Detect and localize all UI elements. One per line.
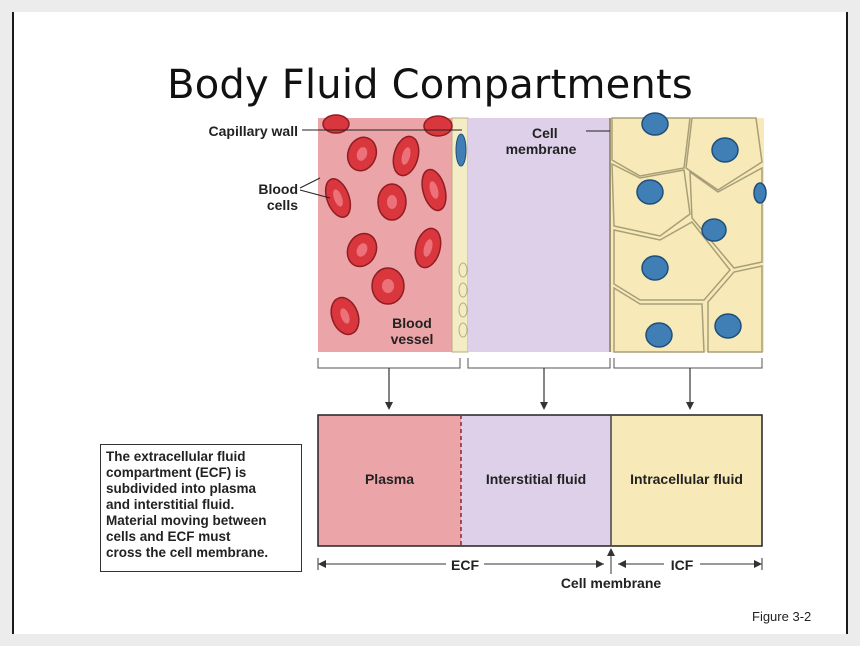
note-ecf-emphasis: ECF	[199, 465, 227, 480]
red-blood-cell	[322, 114, 350, 134]
cell-membrane-top-label-line: Cell	[532, 125, 558, 141]
note-line: The extracellular fluid	[106, 449, 246, 464]
ecf-icf-bracket	[317, 556, 763, 574]
blood-cells-label-line: cells	[266, 197, 298, 213]
intracellular-fluid-label: Intracellular fluid	[630, 471, 743, 487]
capillary-wall-label: Capillary wall	[208, 123, 298, 139]
figure-number: Figure 3-2	[752, 609, 812, 624]
slide-title: Body Fluid Compartments	[167, 62, 693, 108]
blood-vessel-label-line: Blood	[392, 315, 432, 331]
note-line: compartment (ECF) is	[106, 465, 296, 481]
cell-nucleus	[645, 322, 673, 348]
plasma-label: Plasma	[364, 471, 415, 487]
icf-label: ICF	[670, 557, 694, 573]
blood-cells-label: Blood cells	[230, 181, 298, 213]
note-line: and interstitial fluid.	[106, 497, 235, 512]
arrow-right-icon	[596, 560, 604, 568]
cell-nucleus	[636, 179, 664, 205]
intracellular-box	[611, 415, 762, 546]
note-line: cross the cell membrane.	[106, 545, 269, 560]
blood-cells-label-line: Blood	[258, 181, 298, 197]
cell-nucleus	[714, 313, 742, 339]
cell-nucleus	[701, 218, 727, 242]
ecf-label: ECF	[451, 557, 479, 573]
plasma-box	[318, 415, 461, 546]
blood-vessel-label-line: vessel	[390, 331, 434, 347]
tissue-cells-region	[609, 117, 764, 353]
capillary-wall	[451, 117, 469, 353]
note-line: cells and ECF must	[106, 529, 231, 544]
arrow-left-icon	[618, 560, 626, 568]
down-arrows	[388, 368, 691, 404]
note-line: Material moving between	[106, 513, 267, 528]
arrow-down-icon	[385, 402, 393, 410]
label-leader-lines	[299, 129, 610, 199]
cell-nuclei	[636, 112, 767, 348]
cell-membrane-top-label: Cell membrane	[492, 125, 590, 157]
arrow-right-icon	[754, 560, 762, 568]
compartment-boxes	[317, 414, 763, 547]
cell-nucleus	[711, 137, 739, 163]
red-blood-cell	[423, 115, 453, 137]
cell-membrane-top-label-line: membrane	[505, 141, 577, 157]
interstitial-region	[468, 118, 610, 352]
note-text: ) is	[226, 465, 247, 480]
arrow-down-icon	[540, 402, 548, 410]
blood-vessel-label: Blood vessel	[372, 315, 452, 347]
note-line: subdivided into plasma	[106, 481, 257, 496]
interstitial-fluid-label: Interstitial fluid	[485, 471, 587, 487]
note-text: compartment (	[106, 465, 200, 480]
cell-membrane-bottom-label: Cell membrane	[560, 575, 662, 591]
arrow-down-icon	[686, 402, 694, 410]
interstitial-box	[461, 415, 611, 546]
cell-nucleus	[753, 182, 767, 204]
cell-nucleus	[641, 255, 669, 281]
arrow-left-icon	[318, 560, 326, 568]
cell-nucleus	[641, 112, 669, 136]
arrow-up-icon	[607, 548, 615, 556]
region-brackets	[317, 358, 763, 369]
ecf-explanation-note: The extracellular fluid compartment (ECF…	[100, 444, 302, 572]
